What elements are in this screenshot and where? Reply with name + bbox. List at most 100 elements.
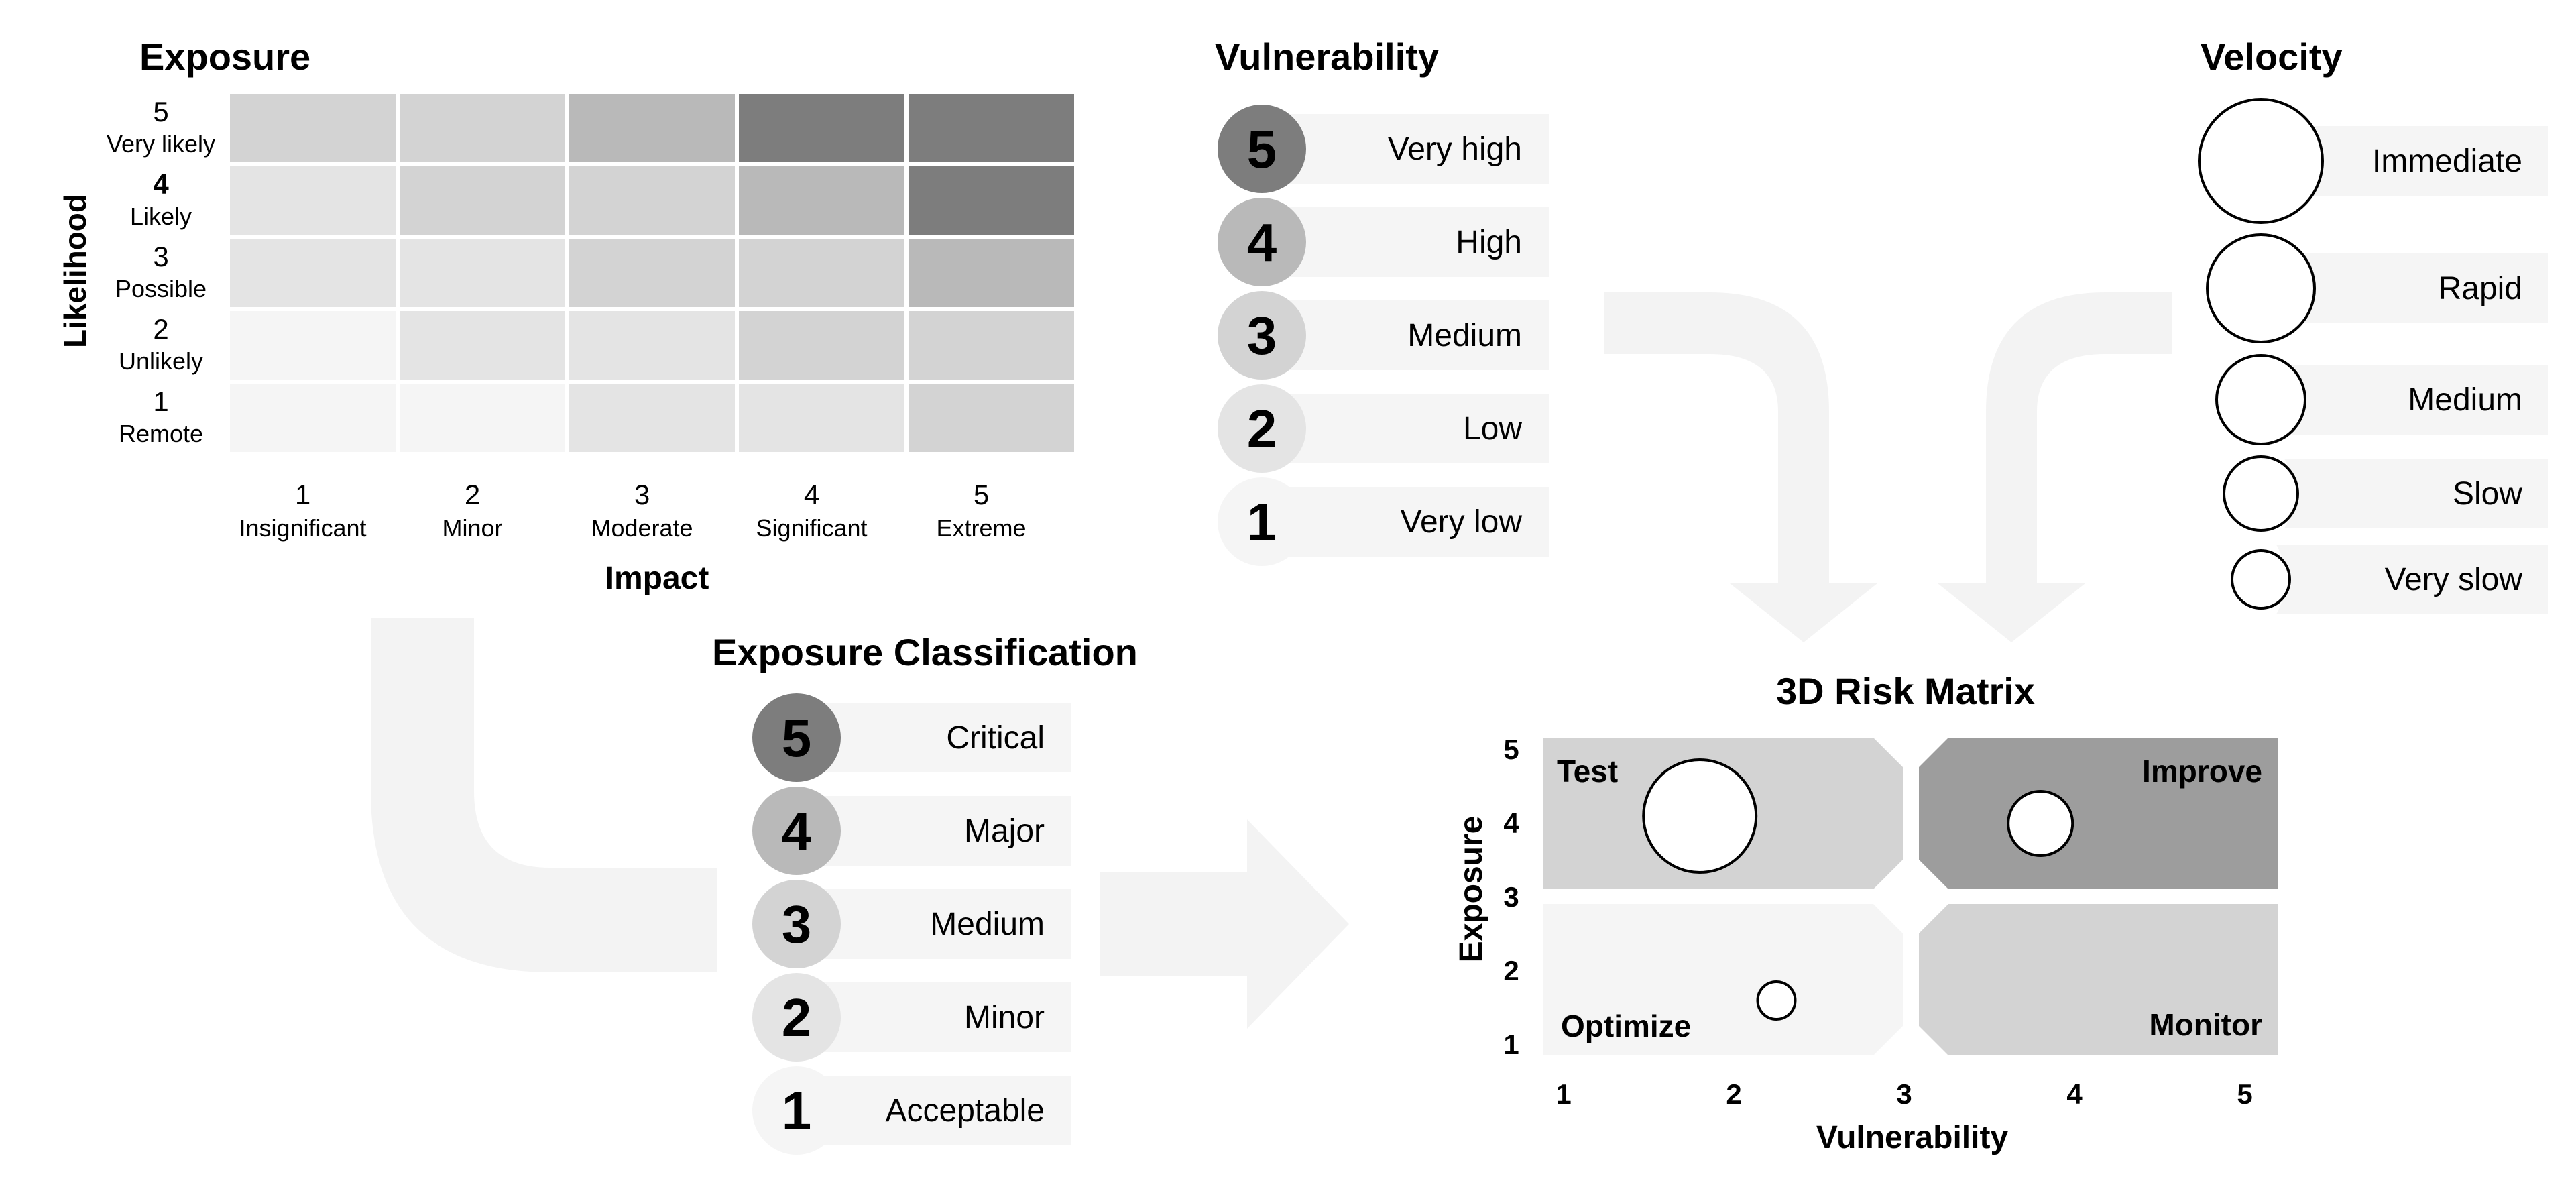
classification-level-number: 2 (782, 988, 812, 1047)
risk-matrix-title: 3D Risk Matrix (1776, 670, 2035, 712)
vulnerability-level-circle (1218, 198, 1306, 286)
quadrant-improve (1919, 738, 2278, 889)
exposure-cell (400, 166, 565, 235)
matrix-y-tick: 5 (1503, 734, 1519, 765)
matrix-y-tick: 4 (1503, 807, 1519, 839)
velocity-circle (2223, 455, 2299, 532)
risk-point (2007, 790, 2074, 857)
vulnerability-title: Vulnerability (1215, 36, 1439, 78)
vulnerability-level-number: 5 (1247, 119, 1277, 179)
quadrant-monitor (1919, 904, 2278, 1055)
velocity-label: Immediate (2372, 144, 2522, 179)
impact-col-label: Insignificant (239, 514, 366, 542)
likelihood-row-number: 4 (153, 168, 169, 200)
velocity-tab (2312, 365, 2548, 435)
exposure-cell (909, 166, 1074, 235)
quadrant-label-test: Test (1557, 754, 1618, 789)
vulnerability-level-number: 3 (1247, 306, 1277, 365)
vulnerability-level-circle (1218, 384, 1306, 473)
quadrant-label-optimize: Optimize (1561, 1009, 1691, 1043)
flow-arrows (371, 292, 2172, 1029)
velocity-circle (2198, 98, 2324, 224)
impact-labels: 1Insignificant2Minor3Moderate4Significan… (239, 479, 1026, 542)
likelihood-axis-label: Likelihood (58, 194, 93, 348)
likelihood-row-label: Possible (115, 275, 207, 302)
impact-col-label: Significant (756, 514, 867, 542)
classification-level-circle (752, 973, 841, 1062)
exposure-cell (400, 94, 565, 162)
exposure-cell (739, 166, 904, 235)
classification-level-circle (752, 880, 841, 968)
exposure-axis-label: Exposure (1454, 816, 1489, 963)
classification-level-number: 4 (782, 801, 812, 861)
exposure-cell (230, 239, 396, 307)
quadrant-optimize (1543, 904, 1903, 1055)
impact-col-number: 2 (465, 479, 480, 510)
arrow-velocity-to-matrix (1938, 292, 2172, 642)
quadrant-label-improve: Improve (2142, 754, 2262, 789)
matrix-x-tick: 3 (1896, 1078, 1912, 1110)
likelihood-row-number: 1 (153, 386, 168, 417)
vulnerability-level-number: 2 (1247, 399, 1277, 459)
exposure-cell (909, 94, 1074, 162)
exposure-title: Exposure (139, 36, 310, 78)
vulnerability-level-label: Very high (1388, 131, 1522, 167)
velocity-circle (2206, 233, 2316, 343)
quadrant-label-monitor: Monitor (2149, 1007, 2262, 1042)
velocity-label: Very slow (2385, 562, 2523, 597)
classification-level-label: Acceptable (886, 1093, 1045, 1129)
likelihood-row-number: 2 (153, 313, 168, 345)
risk-point (1642, 758, 1758, 874)
exposure-cell (739, 239, 904, 307)
classification-level-number: 3 (782, 895, 812, 954)
impact-col-label: Minor (442, 514, 502, 542)
risk-matrix-points (1642, 758, 2074, 1021)
likelihood-row-label: Very likely (107, 130, 215, 158)
vulnerability-level-circle (1218, 477, 1306, 566)
impact-col-label: Extreme (936, 514, 1026, 542)
classification-level-label: Minor (964, 1000, 1045, 1035)
exposure-grid (230, 94, 1074, 452)
exposure-cell (569, 384, 735, 452)
likelihood-row-label: Unlikely (119, 347, 203, 375)
classification-level-label: Medium (930, 907, 1045, 942)
vulnerability-level-label: Low (1463, 411, 1522, 447)
likelihood-row-label: Remote (119, 420, 203, 447)
vulnerability-level-label: Very low (1401, 504, 1523, 540)
exposure-cell (230, 166, 396, 235)
vulnerability-level-circle (1218, 105, 1306, 193)
velocity-tab (2321, 253, 2548, 323)
classification-level-label: Critical (946, 720, 1045, 756)
likelihood-row-number: 3 (153, 241, 168, 272)
exposure-cell (400, 384, 565, 452)
classification-level-number: 1 (782, 1081, 812, 1141)
exposure-cell (230, 311, 396, 380)
exposure-cell (569, 311, 735, 380)
matrix-x-tick: 5 (2237, 1078, 2252, 1110)
exposure-cell (569, 166, 735, 235)
vulnerability-axis-label: Vulnerability (1816, 1120, 2009, 1155)
velocity-title: Velocity (2201, 36, 2343, 78)
classification-level-circle (752, 787, 841, 875)
velocity-tab (2296, 545, 2548, 614)
exposure-cell (909, 311, 1074, 380)
matrix-x-tick: 1 (1556, 1078, 1571, 1110)
exposure-cell (230, 94, 396, 162)
exposure-cell (400, 239, 565, 307)
velocity-label: Slow (2453, 476, 2522, 512)
vulnerability-level-label: High (1456, 225, 1522, 260)
classification-title: Exposure Classification (712, 631, 1138, 673)
exposure-cell (909, 239, 1074, 307)
exposure-cell (400, 311, 565, 380)
impact-col-number: 1 (295, 479, 310, 510)
exposure-cell (569, 239, 735, 307)
classification-level-number: 5 (782, 708, 812, 768)
